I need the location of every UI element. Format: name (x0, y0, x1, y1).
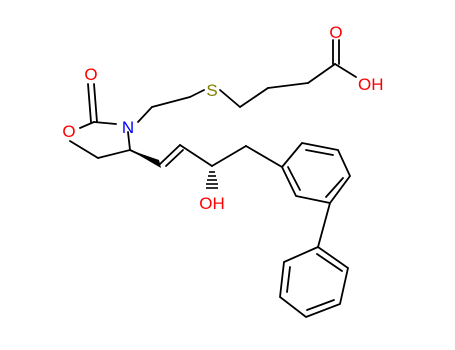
bond-alkene-b (165, 149, 184, 167)
atom-label-n: N (122, 118, 134, 137)
atom-label-o-carbonyl: O (84, 65, 97, 84)
bond-chain-1 (239, 87, 269, 108)
atom-label-o-acid: O (329, 23, 342, 42)
bond-n-ch2 (137, 106, 153, 123)
ring-phenyl-a (280, 142, 352, 204)
bond-ring-a-inner-2 (325, 177, 344, 198)
bond-c2-n (93, 121, 117, 125)
ring-phenyl-b (279, 245, 350, 319)
bond-alkene-a (159, 144, 181, 165)
atom-label-oh-alcohol: OH (199, 194, 225, 213)
hash-bond-choh (206, 171, 218, 189)
bond-s-ch2 (219, 89, 241, 108)
atom-label-s: S (206, 81, 217, 100)
bond-ring-b-inner-1 (286, 266, 291, 293)
bond-chain-3 (307, 63, 336, 84)
bond-chain-2 (267, 82, 309, 89)
bond-ring-a-inner-3 (287, 166, 301, 191)
bond-choh-ch2 (211, 145, 247, 167)
bond-c5-c4 (97, 149, 131, 159)
bond-ring-b-inner-3 (316, 253, 343, 272)
bond-c2-o-carbonyl-b (93, 83, 98, 123)
wedge-bond-c4 (130, 150, 161, 168)
bond-biaryl (317, 202, 331, 248)
bond-c2-o-ring (79, 121, 95, 129)
bond-c4-n (127, 131, 131, 151)
atom-label-oh-acid: OH (358, 75, 384, 94)
bond-ch2-aryl (245, 145, 283, 168)
bond-ring-b-inner-2 (306, 299, 335, 311)
bond-o-ring-c5 (69, 140, 99, 159)
bond-ch2-ch2 (151, 96, 191, 108)
bond-ring-a-inner-1 (305, 149, 334, 156)
bond-ch2-s (189, 89, 205, 98)
bond-c2-o-carbonyl-a (87, 83, 92, 123)
bond-cooh-c-oh (334, 63, 357, 78)
atom-label-o-ring: O (62, 122, 75, 141)
bond-vinyl-choh (179, 144, 213, 167)
